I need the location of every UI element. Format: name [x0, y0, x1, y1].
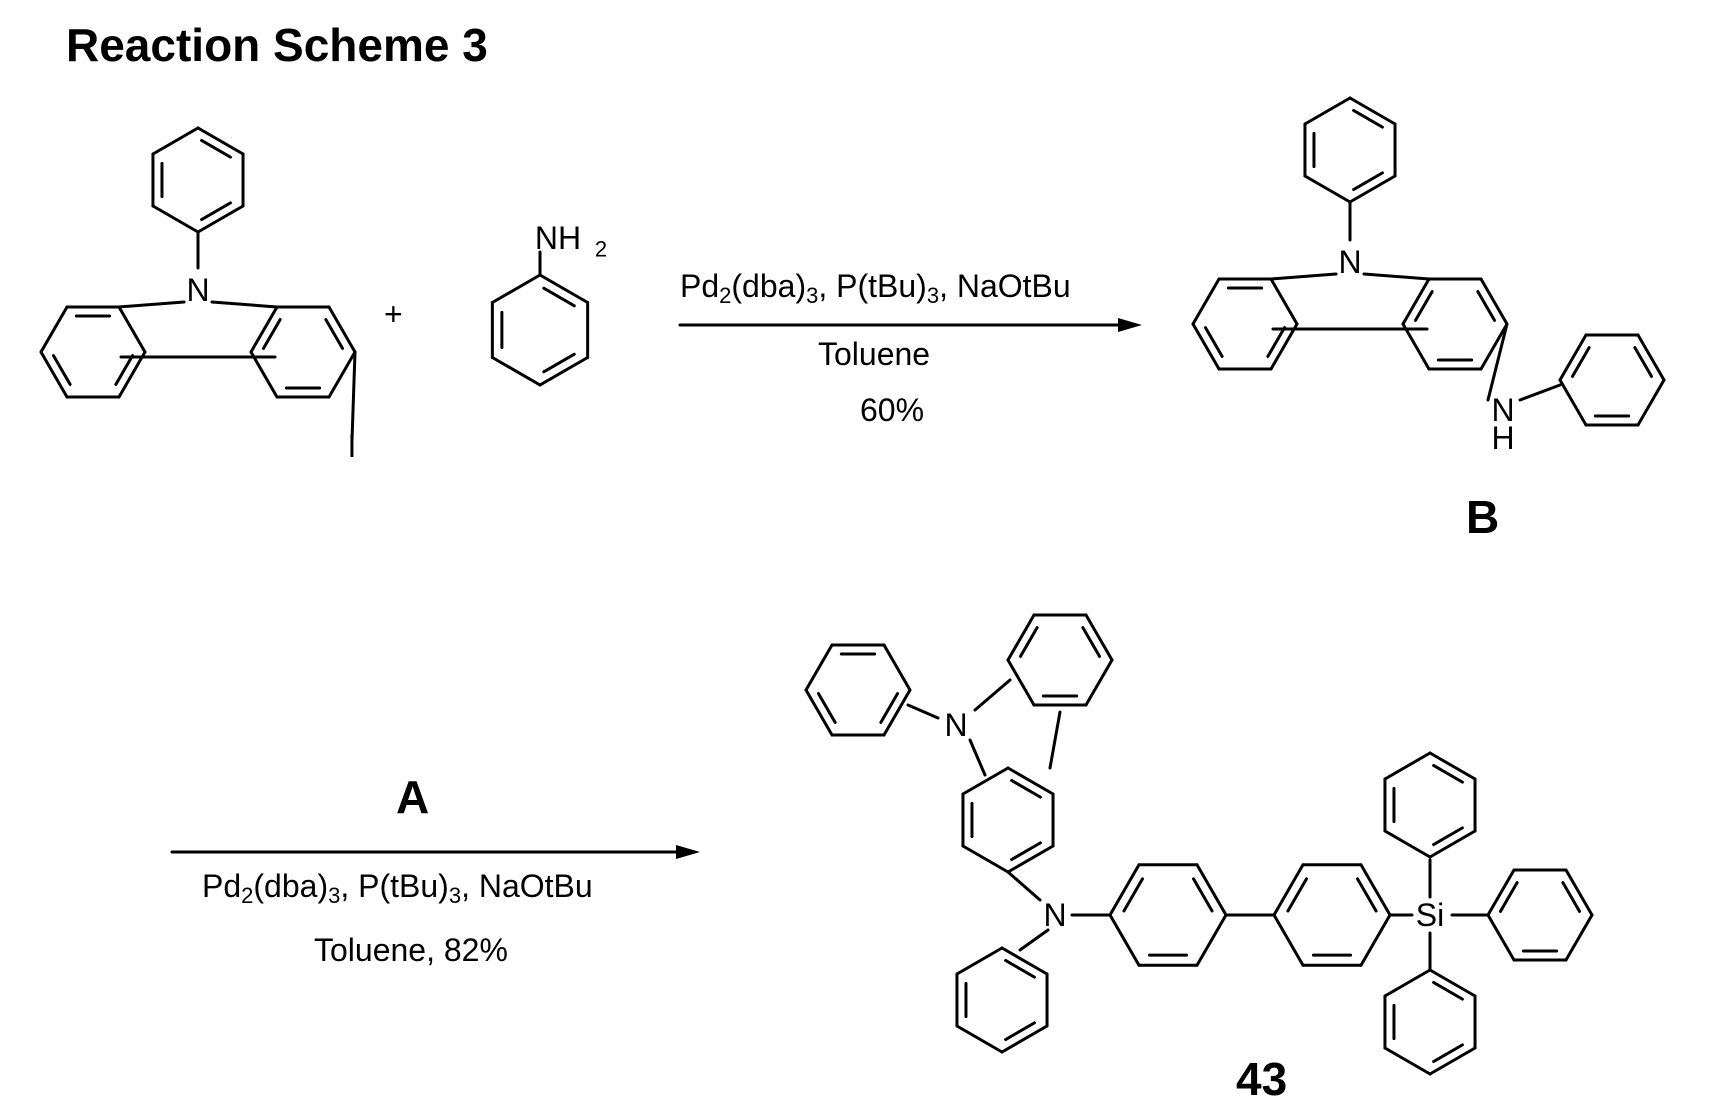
p43-amine-phenyl-ring-bond: [957, 948, 1002, 974]
aniline-ring-bond: [492, 275, 540, 303]
compound-b-label: B: [1466, 490, 1499, 544]
reactant1-iodine-atom: I: [348, 428, 357, 464]
p43-carbazole-bottom-ring-bond: [963, 846, 1008, 872]
b-n-bond: [1364, 274, 1429, 279]
aniline-nh2-atom: NH: [535, 220, 581, 256]
b-nphenyl-ring-bond: [1638, 380, 1664, 425]
p43-si-phenyl-right-bond: [1488, 915, 1514, 960]
p43-si-phenyl-bottom-bond: [1385, 970, 1430, 996]
b-phenyl-ring-bond: [1305, 98, 1350, 124]
p43-carbazole-n-atom: N: [944, 707, 967, 743]
p43-amine-n-atom: N: [1043, 897, 1066, 933]
p43-biphenyl-ring-1-bond: [1110, 915, 1139, 965]
step2-arrow-head: [676, 845, 700, 859]
step1-arrow-head: [1118, 318, 1142, 332]
p43-biphenyl-ring-2-bond: [1361, 915, 1390, 965]
reactant1-left-ring-bond: [119, 307, 145, 352]
aniline-nh2-subscript: 2: [595, 237, 607, 262]
reactant1-n-atom: N: [186, 272, 209, 308]
p43-biphenyl-ring-2-bond: [1274, 915, 1303, 965]
step2-solvent-yield: Toluene, 82%: [314, 932, 508, 969]
b-n-bond: [1271, 274, 1336, 279]
p43-carbazole-top-ring-bond: [1008, 660, 1034, 705]
p43-carbazole-cc-bond: [1050, 712, 1060, 768]
reactant1-phenyl-ring-bond: [153, 128, 198, 154]
p43-si-phenyl-right-bond: [1566, 915, 1592, 960]
b-c-n-bond: [1488, 324, 1507, 400]
reactant1-right-ring-bond: [251, 352, 277, 397]
b-left-ring-bond: [1193, 279, 1219, 324]
step1-reagents: Pd2(dba)3, P(tBu)3, NaOtBu: [680, 268, 1071, 305]
p43-si-phenyl-top-bond: [1385, 753, 1430, 779]
reaction-arrows: [172, 318, 1142, 859]
p43-carbazole-bottom-ring-bond: [963, 768, 1008, 794]
reactant1-c-i-bond: [352, 352, 355, 440]
step1-solvent: Toluene: [818, 336, 930, 373]
b-phenyl-ring-bond: [1305, 176, 1350, 202]
p43-carbazole-top-ring-bond: [1086, 660, 1112, 705]
compound-43-label: 43: [1236, 1052, 1287, 1106]
step2-reagents: Pd2(dba)3, P(tBu)3, NaOtBu: [202, 868, 593, 905]
step1-yield: 60%: [860, 392, 924, 429]
reactant1-n-bond: [212, 302, 277, 307]
p43-si-phenyl-bottom-bond: [1385, 1048, 1430, 1074]
plus-sign: +: [384, 296, 403, 333]
p43-n-phenyl-bond: [908, 705, 938, 718]
p43-n-phenyl-ring-bond: [806, 645, 832, 690]
b-n-ph-bond: [1520, 385, 1560, 400]
p43-biphenyl-ring-1-bond: [1197, 915, 1226, 965]
b-right-ring-bond: [1481, 324, 1507, 369]
p43-amine-phenyl-bond: [1020, 930, 1048, 950]
b-right-ring-bond: [1403, 324, 1429, 369]
b-amine-h-atom: H: [1491, 420, 1514, 456]
p43-c-n-bond: [1008, 872, 1040, 900]
p43-carbazole-n-bond: [970, 740, 985, 775]
reactant1-phenyl-ring-bond: [153, 206, 198, 232]
p43-silicon-atom: Si: [1416, 897, 1444, 933]
b-nphenyl-ring-bond: [1560, 380, 1586, 425]
reactant-a-label: A: [396, 770, 429, 824]
p43-carbazole-n-bond: [975, 680, 1010, 710]
aniline-ring-bond: [492, 358, 540, 386]
reactant1-right-ring-bond: [329, 352, 355, 397]
p43-si-phenyl-top-bond: [1385, 831, 1430, 857]
b-left-ring-bond: [1271, 279, 1297, 324]
b-n-atom: N: [1338, 244, 1361, 280]
p43-amine-phenyl-ring-bond: [957, 1026, 1002, 1052]
reactant1-n-bond: [119, 302, 184, 307]
reactant1-left-ring-bond: [41, 307, 67, 352]
p43-n-phenyl-ring-bond: [884, 645, 910, 690]
